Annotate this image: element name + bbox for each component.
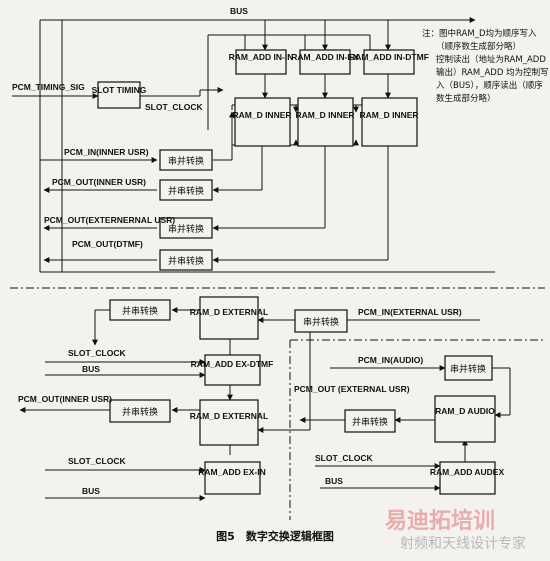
- ram-d-audio-box: [434, 395, 496, 443]
- pcm-out-external-usr-label-2: PCM_OUT (EXTERNAL USR): [294, 384, 410, 394]
- slot-clock-label-2: SLOT_CLOCK: [68, 348, 126, 358]
- bus-label-4: BUS: [325, 476, 343, 486]
- ram-add-ex-in-box: [204, 461, 261, 495]
- pcm-in-audio-label: PCM_IN(AUDIO): [358, 355, 423, 365]
- bus-label-3: BUS: [82, 486, 100, 496]
- figure-caption: 图5 数字交换逻辑框图: [216, 529, 334, 543]
- ram-d-external-box-2: [199, 399, 259, 446]
- ser-par-box-3: [294, 309, 348, 333]
- ser-par-box-1: [159, 149, 213, 171]
- watermark-main: 易迪拓培训: [385, 508, 495, 534]
- ser-par-label-2: 串并转换: [168, 223, 204, 235]
- par-ser-box-audio: [344, 409, 396, 433]
- slot-timing-box: [97, 81, 141, 109]
- blocks: [97, 49, 496, 495]
- slot-clock-label-1: SLOT_CLOCK: [145, 102, 203, 112]
- ram-add-in-ex-box: [299, 49, 351, 75]
- ram-d-audio-label: RAM_D AUDIO: [435, 406, 495, 416]
- ram-add-ex-dtmf-box: [204, 354, 261, 386]
- ser-par-label-audio: 串并转换: [450, 363, 486, 375]
- pcm-in-external-usr-label: PCM_IN(EXTERNAL USR): [358, 307, 462, 317]
- par-ser-label-1: 并串转换: [168, 185, 204, 197]
- region-separators: [10, 287, 545, 520]
- pcm-out-dtmf-label: PCM_OUT(DTMF): [72, 239, 143, 249]
- pcm-in-inner-usr-label: PCM_IN(INNER USR): [64, 147, 149, 157]
- note-block: 注：图中RAM_D均为顺序写入 （顺序数生成部分略） 控制读出（地址为RAM_A…: [422, 28, 549, 104]
- ram-add-audex-label: RAM_ADD AUDEX: [430, 467, 505, 477]
- ram-d-inner-label-2: RAM_D INNER: [295, 110, 354, 120]
- ram-d-inner-label-3: RAM_D INNER: [359, 110, 418, 120]
- par-ser-label-3: 并串转换: [122, 305, 158, 317]
- ram-add-in-ex-label: RAM_ADD IN-EX: [291, 52, 359, 62]
- watermark-sub: 射频和天线设计专家: [400, 535, 526, 552]
- ram-add-ex-in-label: RAM_ADD EX-IN: [198, 467, 266, 477]
- ram-add-audex-box: [439, 461, 496, 495]
- bus-label-2: BUS: [82, 364, 100, 374]
- note-line-4: 输出）RAM_ADD 均为控制写: [436, 67, 549, 78]
- par-ser-box-3: [109, 299, 171, 321]
- ram-d-external-label-2: RAM_D EXTERNAL: [190, 411, 268, 421]
- ram-d-external-box-1: [199, 296, 259, 340]
- pcm-out-inner-usr-label-2: PCM_OUT(INNER USR): [18, 394, 112, 404]
- pcm-out-external-usr-label: PCM_OUT(EXTERNERNAL USR): [44, 215, 175, 225]
- ser-par-label-3: 串并转换: [303, 316, 339, 328]
- pcm-out-inner-usr-label: PCM_OUT(INNER USR): [52, 177, 146, 187]
- par-ser-box-4: [109, 399, 171, 423]
- bus-label: BUS: [230, 6, 248, 16]
- par-ser-label-4: 并串转换: [122, 406, 158, 418]
- ram-add-in-in-box: [235, 49, 287, 75]
- ram-d-inner-box-2: [297, 97, 354, 147]
- par-ser-box-2: [159, 249, 213, 271]
- note-line-1: 注：图中RAM_D均为顺序写入: [422, 28, 537, 39]
- note-line-6: 数生成部分略）: [436, 93, 496, 104]
- ser-par-label-1: 串并转换: [168, 155, 204, 167]
- ram-d-inner-box-1: [234, 97, 291, 147]
- pcm-timing-sig-label: PCM_TIMING_SIG: [12, 82, 85, 92]
- ram-add-in-in-label: RAM_ADD IN-IN: [229, 52, 294, 62]
- ram-d-inner-label-1: RAM_D INNER: [232, 110, 291, 120]
- par-ser-box-1: [159, 179, 213, 201]
- par-ser-label-2: 并串转换: [168, 255, 204, 267]
- par-ser-label-audio: 并串转换: [352, 416, 388, 428]
- ram-d-inner-box-3: [361, 97, 418, 147]
- ram-add-ex-dtmf-label: RAM_ADD EX-DTMF: [191, 359, 274, 369]
- note-line-5: 入（BUS），顺序读出（顺序: [436, 80, 543, 91]
- ram-d-external-label-1: RAM_D EXTERNAL: [190, 307, 268, 317]
- slot-timing-label: SLOT TIMING: [92, 85, 147, 95]
- ram-add-in-dtmf-label: RAM_ADD IN-DTMF: [349, 52, 429, 62]
- ser-par-box-2: [159, 217, 213, 239]
- note-line-3: 控制读出（地址为RAM_ADD: [436, 54, 546, 65]
- ser-par-box-audio: [444, 355, 493, 381]
- ram-add-in-dtmf-box: [363, 49, 415, 75]
- wires: [12, 17, 511, 501]
- note-line-2: （顺序数生成部分略）: [436, 41, 521, 52]
- slot-clock-label-3: SLOT_CLOCK: [68, 456, 126, 466]
- slot-clock-label-4: SLOT_CLOCK: [315, 453, 373, 463]
